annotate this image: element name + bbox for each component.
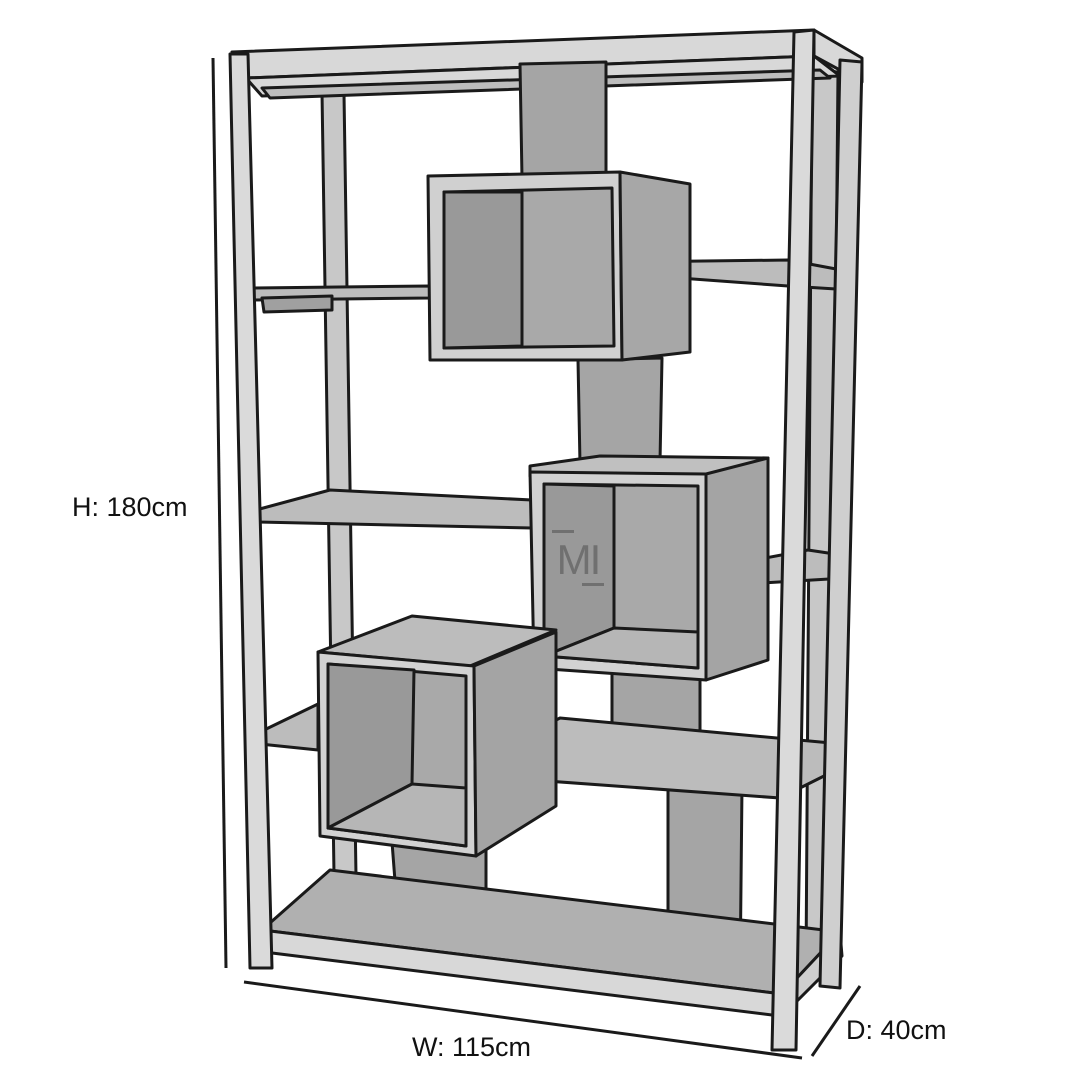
base [260, 868, 844, 1018]
front-left-post [228, 52, 274, 970]
lower-cube-inner-floor [326, 782, 468, 848]
width-label: W: 115cm [412, 1032, 532, 1062]
logo-bar-bottom [582, 583, 604, 586]
lower-cube [316, 614, 558, 858]
side-right-post [818, 58, 864, 990]
height-label: H: 180cm [72, 492, 188, 522]
middle-cube-side [704, 456, 770, 682]
middle-cube [528, 454, 770, 682]
front-posts [228, 28, 864, 1052]
middle-left-shelf [254, 488, 534, 530]
top-cube-inner-left [442, 190, 524, 350]
lower-left-shelf [258, 702, 320, 752]
middle-divider [576, 356, 664, 466]
width-dimension-line [243, 980, 803, 1060]
depth-label: D: 40cm [846, 1015, 947, 1045]
top-cube-side [618, 170, 692, 362]
logo-text: MI [556, 536, 602, 583]
top-cube [426, 170, 692, 362]
front-right-post [770, 28, 816, 1052]
top-divider [518, 60, 608, 180]
upper-left-shelf-support [260, 294, 334, 314]
logo-bar-top [552, 530, 574, 533]
depth-dimension-line [810, 985, 862, 1057]
middle-cube-inner-floor [542, 626, 700, 670]
height-dimension-line [211, 57, 228, 969]
brand-logo: MI [546, 528, 610, 592]
lower-cube-side [472, 630, 558, 858]
dimension-lines [211, 57, 862, 1060]
